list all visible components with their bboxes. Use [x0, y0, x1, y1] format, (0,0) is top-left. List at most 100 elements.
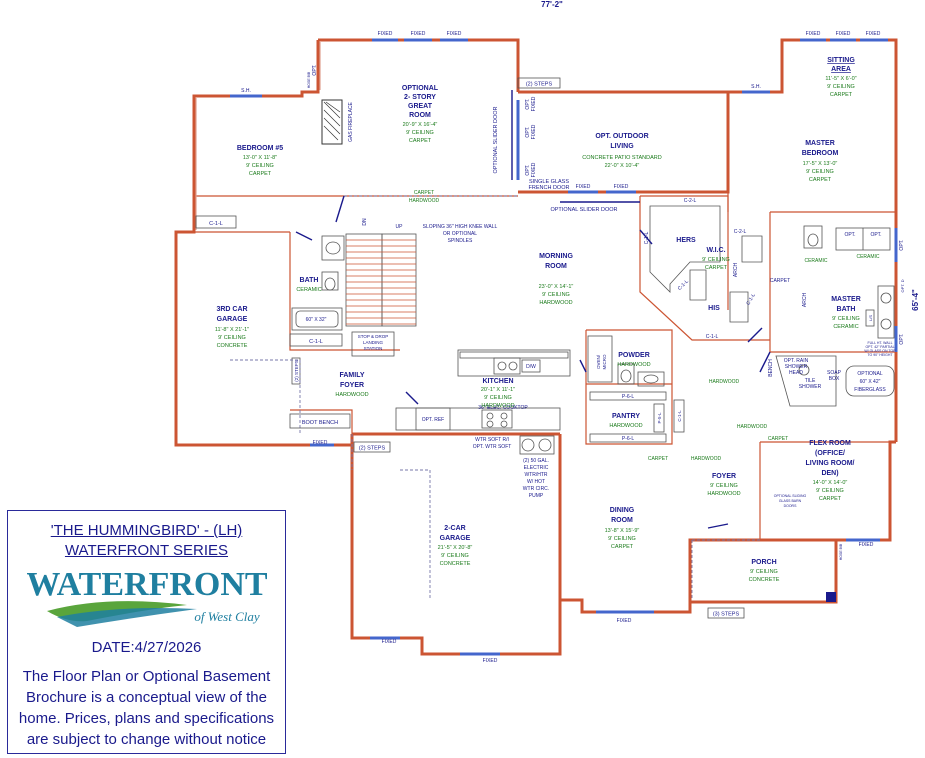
svg-text:9' CEILING: 9' CEILING: [710, 483, 738, 489]
svg-text:FIXED: FIXED: [531, 96, 537, 111]
svg-text:22'-0" X 10'-4": 22'-0" X 10'-4": [605, 163, 640, 169]
svg-text:14'-0" X 14'-0": 14'-0" X 14'-0": [813, 480, 848, 486]
svg-text:FIBERGLASS: FIBERGLASS: [854, 387, 886, 393]
svg-text:OPTIONAL SLIDER DOOR: OPTIONAL SLIDER DOOR: [493, 106, 499, 173]
plan-date: DATE:4/27/2026: [91, 639, 202, 656]
svg-text:OPT. D: OPT. D: [900, 279, 905, 292]
svg-text:FOYER: FOYER: [712, 473, 736, 480]
svg-text:60" X 42": 60" X 42": [860, 379, 881, 385]
svg-text:ROOM: ROOM: [545, 263, 567, 270]
svg-text:UP: UP: [396, 224, 404, 230]
svg-text:HERS: HERS: [676, 237, 696, 244]
svg-text:FIXED: FIXED: [531, 162, 537, 177]
svg-text:CARPET: CARPET: [809, 177, 832, 183]
room-2-car-garage: 2-CAR GARAGE 21'-5" X 20'-8" 9' CEILING …: [438, 525, 473, 567]
svg-text:WATERFRONT: WATERFRONT: [27, 566, 267, 603]
svg-text:HARDWOOD: HARDWOOD: [709, 379, 740, 385]
svg-text:GAS FIREPLACE: GAS FIREPLACE: [348, 101, 354, 141]
svg-text:WTR SOFT R/I: WTR SOFT R/I: [475, 437, 509, 443]
room-outdoor-living: OPT. OUTDOOR LIVING CONCRETE PATIO STAND…: [582, 133, 661, 169]
svg-text:FIXED: FIXED: [447, 31, 462, 37]
windows: [230, 38, 898, 656]
svg-text:(2) STEPS: (2) STEPS: [526, 82, 553, 88]
svg-text:2-CAR: 2-CAR: [444, 525, 465, 532]
svg-text:FIXED: FIXED: [614, 184, 629, 190]
staircase: DN UP SLOPING 36" HIGH KNEE WALL OR OPTI…: [345, 218, 498, 327]
svg-text:FAMILY: FAMILY: [339, 372, 364, 379]
svg-text:C-2-L: C-2-L: [684, 198, 697, 204]
svg-text:C-1-L: C-1-L: [309, 339, 323, 345]
svg-text:FIXED: FIXED: [378, 31, 393, 37]
svg-text:FIXED: FIXED: [313, 440, 328, 446]
svg-text:CERAMIC: CERAMIC: [856, 254, 879, 260]
svg-text:FIXED: FIXED: [411, 31, 426, 37]
svg-text:CARPET: CARPET: [611, 544, 634, 550]
room-morning-room: MORNING ROOM 23'-0" X 14'-1" 9' CEILING …: [539, 253, 574, 306]
interior-walls: [194, 42, 896, 540]
svg-text:P-6-L: P-6-L: [622, 436, 634, 442]
svg-text:PORCH: PORCH: [751, 559, 776, 566]
svg-text:L/S: L/S: [868, 315, 873, 321]
series-name: WATERFRONT SERIES: [64, 542, 229, 559]
svg-text:C-1-L: C-1-L: [677, 410, 682, 422]
svg-text:FIXED: FIXED: [866, 31, 881, 37]
svg-text:CERAMIC: CERAMIC: [804, 258, 827, 264]
svg-text:20'-1" X 11'-1": 20'-1" X 11'-1": [481, 387, 515, 393]
svg-text:BOX: BOX: [829, 376, 840, 382]
svg-text:GLASS BARN: GLASS BARN: [779, 499, 802, 503]
svg-text:HARDWOOD: HARDWOOD: [409, 198, 440, 204]
svg-text:HOSE BIB: HOSE BIB: [839, 543, 843, 560]
svg-text:11'-5" X 6'-0": 11'-5" X 6'-0": [825, 76, 856, 82]
svg-text:20'-9" X 16'-4": 20'-9" X 16'-4": [403, 122, 438, 128]
svg-text:9' CEILING: 9' CEILING: [406, 130, 434, 136]
svg-text:OPT. OUTDOOR: OPT. OUTDOOR: [595, 133, 648, 140]
svg-text:9' CEILING: 9' CEILING: [246, 163, 274, 169]
room-pantry: PANTRY HARDWOOD: [609, 413, 642, 429]
svg-text:STOP & DROP: STOP & DROP: [358, 334, 389, 339]
svg-text:CARPET: CARPET: [705, 265, 728, 271]
master-bath-fixtures: OPT. OPT. L/S OPTIONAL 60" X 42" FIBERGL…: [768, 225, 896, 407]
svg-text:9' CEILING: 9' CEILING: [832, 316, 860, 322]
room-powder: POWDER HARDWOOD: [617, 352, 650, 368]
svg-text:CARPET: CARPET: [249, 171, 272, 177]
svg-text:9' CEILING: 9' CEILING: [827, 84, 855, 90]
svg-text:OPT.: OPT.: [312, 64, 318, 75]
svg-text:13'-8" X 15'-9": 13'-8" X 15'-9": [605, 528, 640, 534]
svg-text:SPINDLES: SPINDLES: [448, 238, 473, 244]
svg-text:FOYER: FOYER: [340, 382, 364, 389]
waterfront-logo: WATERFRONT of West Clay: [27, 566, 267, 627]
svg-text:(OFFICE/: (OFFICE/: [815, 450, 845, 457]
svg-text:HIS: HIS: [708, 305, 720, 312]
room-dining: DINING ROOM 13'-8" X 15'-9" 9' CEILING C…: [605, 507, 640, 550]
svg-text:C-1-L: C-1-L: [677, 279, 690, 292]
svg-text:OPTIONAL: OPTIONAL: [857, 371, 883, 377]
svg-text:(2) STEPS: (2) STEPS: [359, 446, 386, 452]
room-family-foyer: FAMILY FOYER HARDWOOD: [335, 372, 368, 398]
svg-text:KITCHEN: KITCHEN: [482, 378, 513, 385]
svg-text:CARPET: CARPET: [770, 278, 790, 284]
bath-fixtures: 60" X 32": [291, 235, 345, 331]
svg-text:CONCRETE: CONCRETE: [440, 561, 471, 567]
svg-text:9' CEILING: 9' CEILING: [750, 569, 778, 575]
svg-text:OPT.: OPT.: [899, 239, 905, 250]
svg-text:DINING: DINING: [610, 507, 635, 514]
room-master-bath: MASTER BATH 9' CEILING CERAMIC CERAMIC C…: [804, 254, 879, 330]
svg-text:9' CEILING: 9' CEILING: [441, 553, 469, 559]
svg-text:FULL HT. WALL: FULL HT. WALL: [867, 341, 892, 345]
svg-text:OPT. REF: OPT. REF: [422, 417, 445, 423]
svg-text:HARDWOOD: HARDWOOD: [737, 424, 768, 430]
svg-text:ELECTRIC: ELECTRIC: [524, 465, 549, 471]
svg-text:OPT.: OPT.: [525, 126, 531, 137]
svg-text:HARDWOOD: HARDWOOD: [617, 362, 650, 368]
svg-text:STATION: STATION: [364, 346, 383, 351]
svg-text:MASTER: MASTER: [805, 140, 835, 147]
svg-text:MICRO: MICRO: [602, 354, 607, 369]
room-closets: HERS W.I.C. 9' CEILING CARPET HIS: [676, 237, 730, 312]
room-great-room: OPTIONAL 2- STORY GREAT ROOM 20'-9" X 16…: [402, 85, 439, 144]
svg-text:CONCRETE: CONCRETE: [749, 577, 780, 583]
svg-text:BENCH: BENCH: [768, 359, 774, 377]
svg-text:HOSE BIB: HOSE BIB: [307, 71, 311, 88]
svg-text:W/ GLASS ON TOP: W/ GLASS ON TOP: [864, 349, 896, 353]
svg-text:OVEN/: OVEN/: [596, 354, 601, 369]
svg-text:FLEX ROOM: FLEX ROOM: [809, 440, 851, 447]
